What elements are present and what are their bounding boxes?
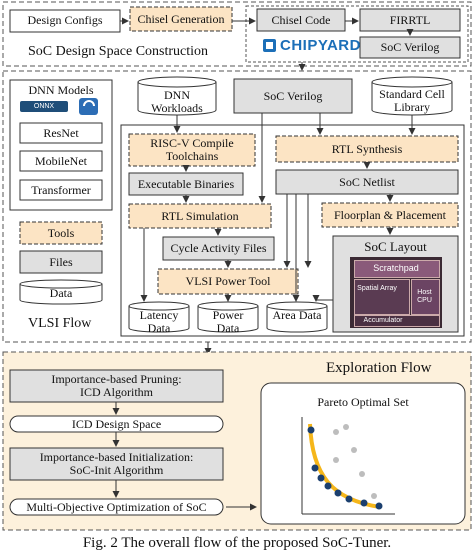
riscv-toolchains-label: RISC-V Compile Toolchains — [150, 136, 234, 163]
pytorch-like-icon — [79, 98, 98, 115]
legend-files-swatch — [19, 250, 103, 274]
rtl-simulation-box — [128, 203, 272, 229]
pruning-box — [9, 369, 224, 403]
chisel-code-box — [256, 8, 346, 32]
scratchpad-label: Scratchpad — [373, 263, 419, 273]
soc-verilog-vlsi-box — [233, 78, 353, 114]
power-data-label: Power Data — [212, 308, 244, 335]
legend-data-label: Data — [49, 286, 73, 300]
standard-cell-library-cylinder — [371, 76, 453, 116]
vlsi-flow-title: VLSI Flow — [28, 316, 92, 331]
dnn-workloads-cylinder — [137, 76, 217, 116]
onnx-logo: ONNX — [20, 101, 68, 112]
dominated-points — [333, 424, 377, 499]
dnn-models-label: DNN Models — [28, 83, 94, 97]
rtl-synthesis-label: RTL Synthesis — [331, 142, 403, 156]
accumulator-block — [354, 315, 440, 327]
dnn-workloads-label: DNN Workloads — [151, 88, 203, 115]
model-mobilenet-box — [19, 150, 103, 172]
vlsi-flow-panel — [2, 70, 472, 343]
pareto-optimal-points — [307, 426, 383, 510]
executable-binaries-label: Executable Binaries — [137, 177, 235, 191]
cycle-activity-files-box — [162, 236, 275, 261]
power-data-cylinder — [197, 301, 259, 333]
exploration-flow-title: Exploration Flow — [326, 360, 432, 376]
chisel-code-label: Chisel Code — [271, 13, 331, 27]
legend-tools-swatch — [19, 221, 103, 245]
soc-verilog-top-label: SoC Verilog — [380, 40, 440, 54]
host-cpu-block — [411, 279, 440, 315]
pareto-panel — [260, 382, 466, 525]
initialization-box — [9, 447, 224, 481]
vlsi-power-tool-label: VLSI Power Tool — [185, 274, 271, 288]
mo-optimization-box — [9, 498, 224, 516]
chisel-generation-box — [129, 6, 233, 32]
accumulator-label: Accumulator — [363, 317, 403, 324]
initialization-label: Importance-based Initialization: SoC-Ini… — [39, 450, 194, 477]
legend-data-cylinder — [19, 279, 103, 305]
chipyard-subpanel — [245, 5, 469, 63]
cycle-activity-files-label: Cycle Activity Files — [170, 241, 267, 255]
design-space-construction-title: SoC Design Space Construction — [28, 44, 209, 59]
chipyard-logo-text: CHIPYARD — [280, 37, 361, 54]
icd-design-space-box — [9, 415, 224, 433]
vlsi-power-tool-box — [157, 268, 299, 295]
model-resnet-label: ResNet — [43, 126, 79, 140]
figure-caption: Fig. 2 The overall flow of the proposed … — [82, 535, 392, 551]
standard-cell-library-label: Standard Cell Library — [379, 87, 445, 114]
firrtl-label: FIRRTL — [389, 13, 431, 27]
riscv-toolchains-box — [128, 133, 256, 167]
spatial-array-block — [354, 279, 410, 315]
area-data-cylinder — [266, 301, 328, 333]
floorplan-placement-label: Floorplan & Placement — [334, 208, 446, 222]
soc-netlist-label: SoC Netlist — [339, 175, 395, 189]
soc-layout-label: SoC Layout — [364, 239, 427, 254]
soc-layout-image: Scratchpad Spatial Array Host CPU Accumu… — [350, 257, 442, 328]
chipyard-logo-icon — [263, 39, 276, 52]
soc-verilog-vlsi-label: SoC Verilog — [263, 89, 323, 103]
legend-files-label: Files — [49, 255, 73, 269]
pareto-title: Pareto Optimal Set — [317, 395, 409, 409]
legend-tools-label: Tools — [47, 226, 75, 240]
floorplan-placement-box — [321, 202, 459, 228]
host-cpu-label: Host CPU — [417, 289, 432, 304]
icd-design-space-label: ICD Design Space — [71, 417, 162, 431]
design-configs-label: Design Configs — [27, 13, 103, 27]
soc-netlist-box — [275, 169, 459, 195]
chisel-generation-label: Chisel Generation — [137, 12, 225, 26]
rtl-synthesis-box — [275, 135, 459, 163]
spatial-array-label: Spatial Array — [357, 285, 397, 292]
design-space-construction-panel — [2, 1, 472, 67]
model-transformer-box — [19, 179, 103, 201]
latency-data-label: Latency Data — [139, 308, 179, 335]
mo-optimization-label: Multi-Objective Optimization of SoC — [26, 500, 207, 514]
area-data-label: Area Data — [272, 308, 322, 322]
model-transformer-label: Transformer — [31, 183, 91, 197]
model-mobilenet-label: MobileNet — [35, 154, 87, 168]
model-resnet-box — [19, 122, 103, 144]
rtl-simulation-label: RTL Simulation — [161, 209, 239, 223]
latency-data-cylinder — [128, 301, 190, 333]
scratchpad-block — [354, 260, 440, 278]
soc-verilog-top-box — [359, 36, 461, 59]
pruning-label: Importance-based Pruning: ICD Algorithm — [51, 372, 182, 399]
